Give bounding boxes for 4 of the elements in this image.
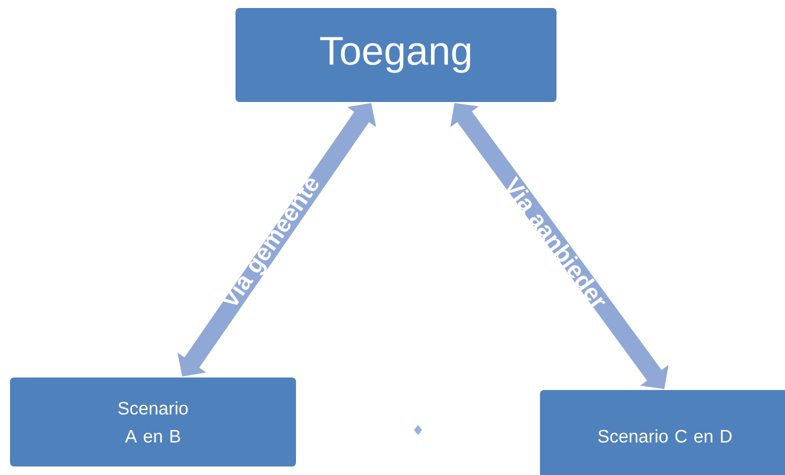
process-box: Toegang bbox=[236, 8, 556, 102]
process-box: Scenario C en D bbox=[540, 390, 785, 475]
process-box: Scenario A en B bbox=[10, 378, 296, 466]
double-arrow bbox=[450, 103, 668, 389]
